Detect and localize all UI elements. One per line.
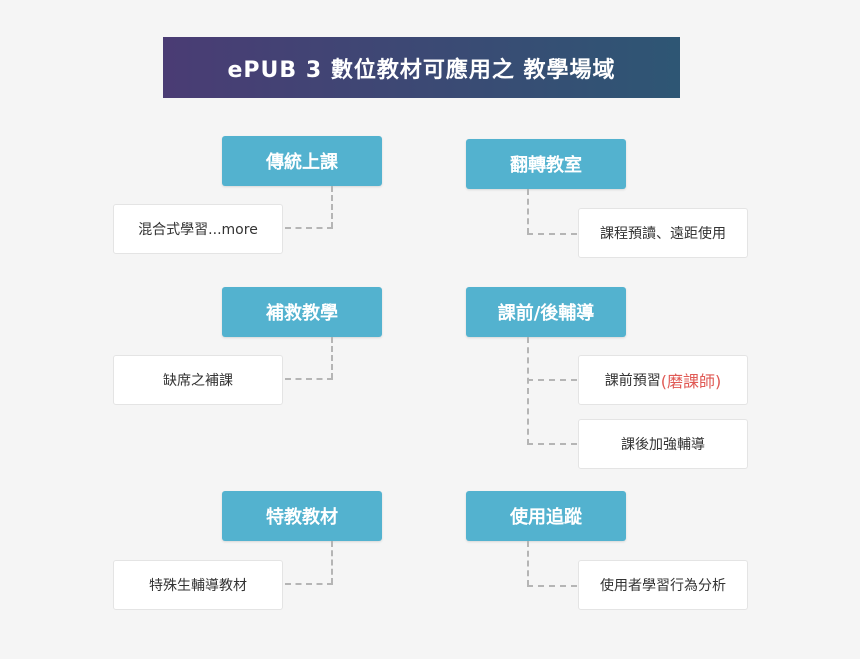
connector: [527, 443, 577, 445]
connector: [331, 337, 333, 379]
connector: [331, 186, 333, 228]
connector: [527, 379, 577, 381]
category-usage-tracking: 使用追蹤: [466, 491, 626, 541]
page-title: ePUB 3 數位教材可應用之 教學場域: [163, 37, 680, 98]
category-flipped-classroom: 翻轉教室: [466, 139, 626, 189]
category-traditional-class: 傳統上課: [222, 136, 382, 186]
connector: [527, 337, 529, 445]
item-special-student-materials: 特殊生輔導教材: [113, 560, 283, 610]
category-pre-post-tutoring: 課前/後輔導: [466, 287, 626, 337]
connector: [331, 541, 333, 584]
item-after-class-tutoring: 課後加強輔導: [578, 419, 748, 469]
connector: [285, 378, 333, 380]
connector: [285, 583, 333, 585]
category-special-education: 特教教材: [222, 491, 382, 541]
item-learning-behavior-analysis: 使用者學習行為分析: [578, 560, 748, 610]
item-preview-remote: 課程預讀、遠距使用: [578, 208, 748, 258]
connector: [285, 227, 333, 229]
connector: [527, 541, 529, 586]
item-preview-text: 課前預習: [604, 373, 661, 389]
item-preview-mooc: 課前預習(磨課師): [578, 355, 748, 405]
connector: [527, 189, 529, 234]
category-remedial-teaching: 補救教學: [222, 287, 382, 337]
connector: [527, 233, 577, 235]
item-mooc-highlight: (磨課師): [660, 372, 722, 391]
connector: [527, 585, 577, 587]
item-makeup-class: 缺席之補課: [113, 355, 283, 405]
item-blended-learning: 混合式學習...more: [113, 204, 283, 254]
